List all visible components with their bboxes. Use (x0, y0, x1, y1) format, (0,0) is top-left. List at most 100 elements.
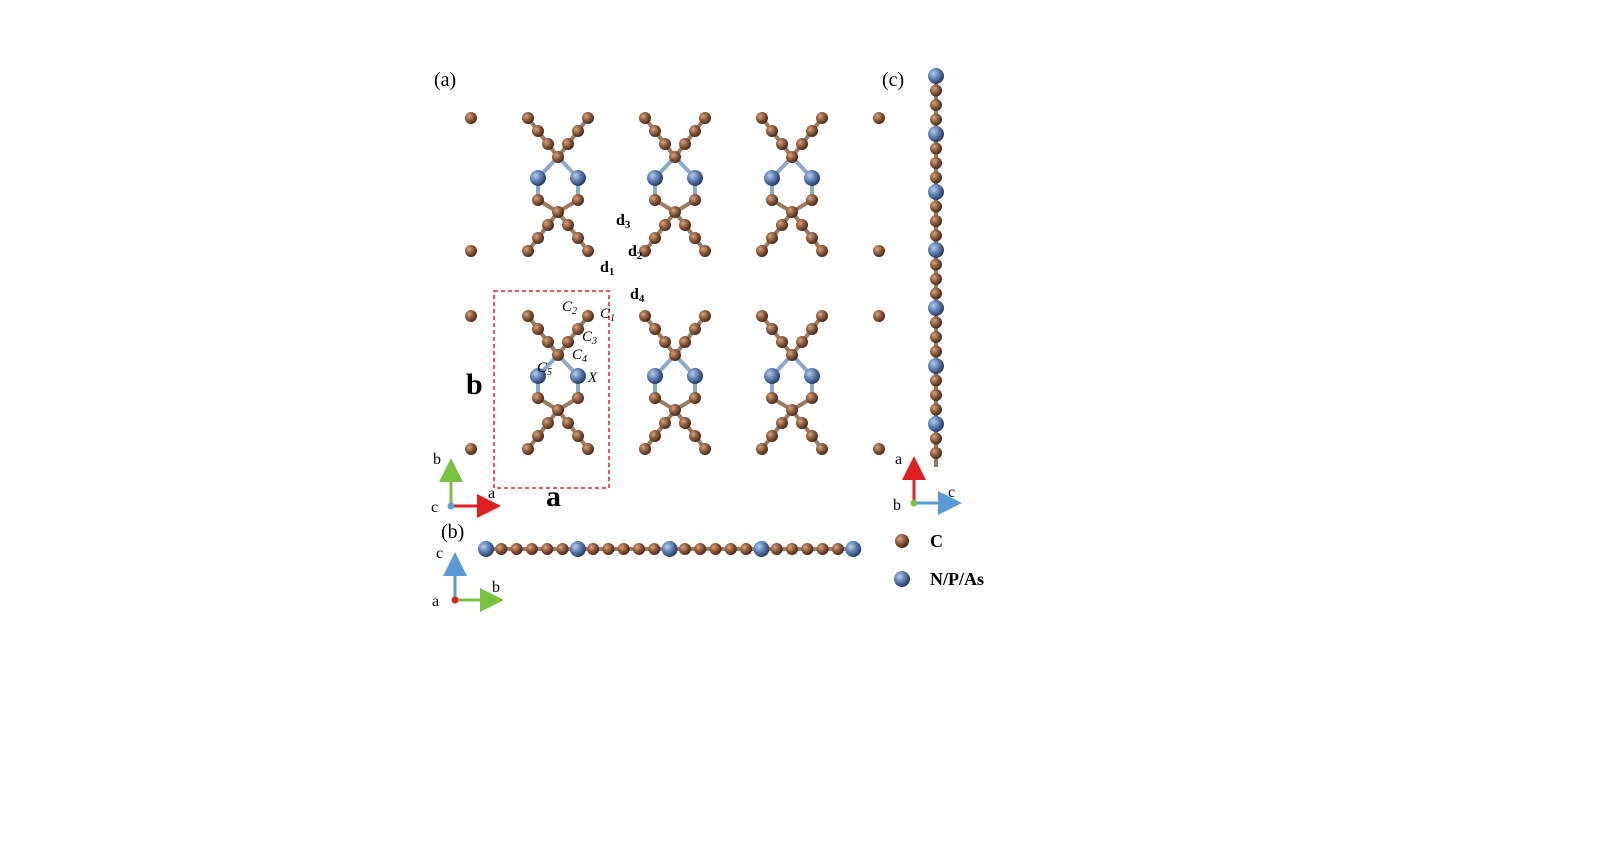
carbon-atom (522, 112, 534, 124)
heteroatom-atom (928, 358, 944, 374)
axis-a-text: a (895, 451, 902, 468)
bonds-layer (526, 116, 824, 451)
carbon-atom (756, 112, 768, 124)
carbon-atom (930, 316, 942, 329)
carbon-atom (659, 417, 671, 429)
axis-origin-dot (451, 596, 459, 604)
carbon-atom (756, 310, 768, 322)
carbon-atom (542, 138, 554, 150)
lattice-b-label: b (466, 368, 483, 401)
carbon-atom (873, 443, 885, 455)
carbon-atom (572, 323, 584, 335)
heteroatom-atom (928, 300, 944, 316)
panel-b-label: (b) (441, 521, 464, 543)
legend-carbon-label: C (930, 531, 943, 551)
carbon-atom (699, 112, 711, 124)
carbon-atom (679, 138, 691, 150)
heteroatom-atom (478, 541, 494, 557)
carbon-atom (649, 392, 661, 404)
carbon-atom (649, 125, 661, 137)
carbon-atom (756, 245, 768, 257)
carbon-atom (806, 430, 818, 442)
carbon-atom (572, 194, 584, 206)
carbon-atom (689, 392, 701, 404)
heteroatom-atom (928, 184, 944, 200)
axis-c-text: c (948, 484, 955, 501)
carbon-atom (669, 349, 681, 361)
carbon-atom (930, 157, 942, 169)
carbon-atom (582, 310, 594, 322)
carbon-atom (689, 430, 701, 442)
axis-c-text: c (431, 499, 438, 516)
axis-origin-dot (910, 499, 918, 507)
carbon-atom (816, 112, 828, 124)
carbon-atom (873, 310, 885, 322)
carbon-atom (669, 206, 681, 218)
axis-triad-panel-a: b a c (431, 451, 501, 518)
carbon-atom (806, 125, 818, 137)
carbon-atom (756, 443, 768, 455)
heteroatom-atom (753, 541, 770, 557)
carbon-atom (522, 310, 534, 322)
heteroatom-atom (647, 368, 663, 384)
carbon-atom (689, 125, 701, 137)
carbon-atom (766, 323, 778, 335)
carbon-atom (542, 219, 554, 231)
carbon-atom (766, 392, 778, 404)
carbon-atom (572, 125, 584, 137)
carbon-atom (465, 245, 477, 257)
panel-b-side-view (478, 541, 862, 557)
carbon-atom (669, 151, 681, 163)
carbon-atom (796, 417, 808, 429)
carbon-atom (532, 323, 544, 335)
site-c1-label: C1 (600, 306, 615, 324)
carbon-atom (930, 171, 942, 184)
heteroatom-atom (845, 541, 862, 557)
carbon-atom (659, 138, 671, 150)
carbon-atom (552, 349, 564, 361)
bond-d4-label: d4 (630, 286, 645, 305)
axis-triad-panel-c: a c b (893, 451, 962, 515)
heteroatom-atom (764, 368, 780, 384)
heteroatom-atom (804, 368, 820, 384)
axis-b-text: b (492, 579, 500, 596)
carbon-atom (766, 194, 778, 206)
carbon-atom (582, 443, 594, 455)
legend-heteroatom-swatch (894, 571, 910, 587)
carbon-atom (587, 543, 600, 555)
carbon-atom (740, 543, 753, 555)
panel-a-top-view (465, 112, 885, 455)
carbon-atom (649, 194, 661, 206)
carbon-atom (776, 417, 788, 429)
carbon-atom (699, 310, 711, 322)
carbon-atom (930, 229, 942, 242)
carbon-atom (562, 138, 574, 150)
heteroatom-atom (687, 170, 703, 186)
carbon-atom (930, 374, 942, 387)
carbon-atom (465, 443, 477, 455)
carbon-atom (648, 543, 661, 555)
carbon-atom (930, 287, 942, 300)
carbon-atom (766, 430, 778, 442)
panel-c-side-view (928, 68, 944, 467)
carbon-atom (679, 336, 691, 348)
carbon-atom (770, 543, 783, 555)
legend-carbon-swatch (895, 534, 909, 548)
carbon-atom (766, 232, 778, 244)
carbon-atom (806, 194, 818, 206)
axis-b-text: b (893, 497, 901, 514)
carbon-atom (930, 113, 942, 126)
heteroatom-atom (661, 541, 678, 557)
carbon-atom (639, 112, 651, 124)
carbon-atom (796, 219, 808, 231)
carbon-atom (689, 232, 701, 244)
carbon-atom (659, 219, 671, 231)
legend: C N/P/As (894, 531, 984, 589)
unit-cell-box (493, 290, 610, 489)
axis-c-text: c (436, 545, 443, 562)
carbon-atom (930, 447, 942, 459)
carbon-atom (495, 543, 508, 555)
carbon-atom (816, 443, 828, 455)
carbon-atom (639, 310, 651, 322)
carbon-atom (816, 543, 829, 555)
